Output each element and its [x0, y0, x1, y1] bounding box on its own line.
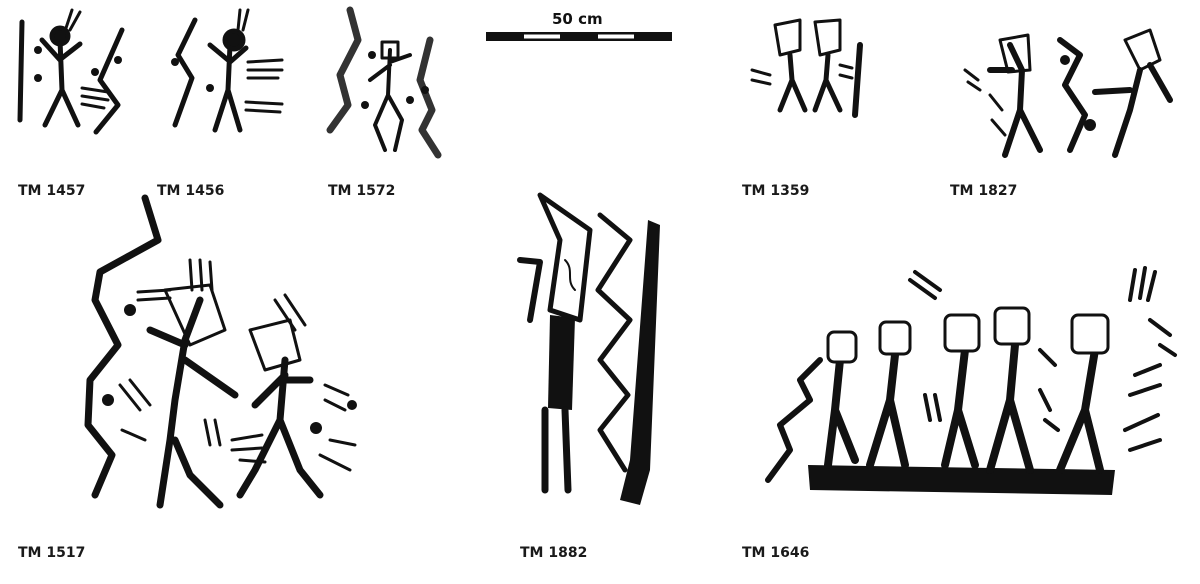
glyph-tm-1827: [963, 28, 1173, 158]
panel-label-tm-1572: TM 1572: [328, 183, 396, 199]
panel-label-tm-1457: TM 1457: [18, 183, 86, 199]
panel-label-tm-1646: TM 1646: [742, 545, 810, 561]
scale-bar-label: 50 cm: [552, 10, 603, 28]
glyph-tm-1882: [517, 192, 660, 505]
panel-label-tm-1827: TM 1827: [950, 183, 1018, 199]
glyph-tm-1646: [765, 266, 1177, 495]
scale-bar: [486, 32, 672, 41]
panel-label-tm-1456: TM 1456: [157, 183, 225, 199]
glyph-tm-1457: [17, 8, 125, 135]
panel-label-tm-1517: TM 1517: [18, 545, 86, 561]
glyph-tm-1517: [84, 194, 357, 509]
panel-label-tm-1882: TM 1882: [520, 545, 588, 561]
glyph-tm-1456: [171, 8, 284, 133]
panel-label-tm-1359: TM 1359: [742, 183, 810, 199]
glyph-tm-1572: [326, 6, 442, 159]
glyph-tm-1359: [750, 18, 863, 118]
